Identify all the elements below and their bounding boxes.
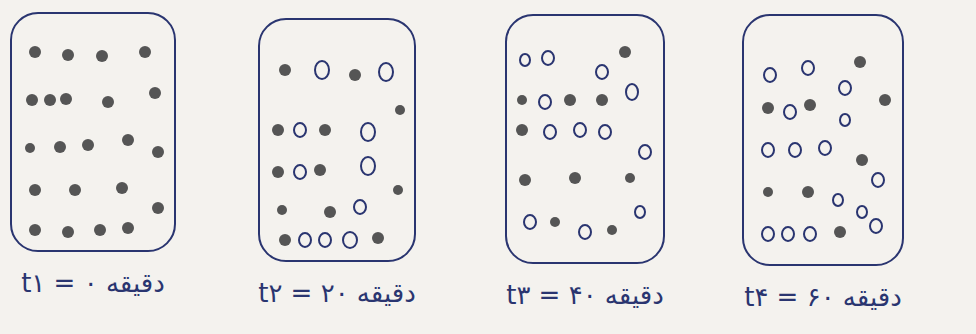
- filled-dots: [25, 46, 891, 246]
- time-label: t۱ = ۰ دقیقه: [21, 268, 165, 298]
- hollow-dots: [294, 51, 884, 248]
- time-label: t۴ = ۶۰ دقیقه: [744, 282, 902, 312]
- sample-container: t۴ = ۶۰ دقیقه: [742, 14, 904, 266]
- sample-container: t۱ = ۰ دقیقه: [10, 12, 176, 252]
- time-label: t۲ = ۲۰ دقیقه: [258, 278, 416, 308]
- sample-container: t۳ = ۴۰ دقیقه: [505, 14, 665, 264]
- sample-container: t۲ = ۲۰ دقیقه: [258, 18, 416, 262]
- time-label: t۳ = ۴۰ دقیقه: [506, 280, 664, 310]
